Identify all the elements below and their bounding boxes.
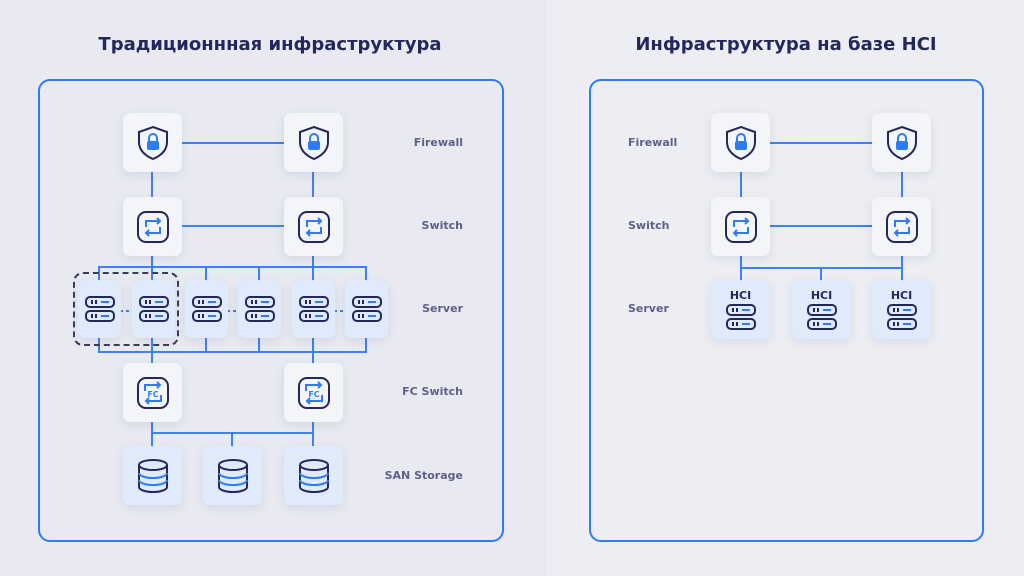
label-fc-switch: FC Switch — [402, 385, 463, 398]
label-server: Server — [422, 302, 463, 315]
server-icon — [84, 296, 115, 322]
firewall-node[interactable] — [711, 113, 770, 172]
switch-arrows-icon — [724, 210, 757, 243]
server-icon — [244, 296, 275, 322]
label-switch: Switch — [421, 219, 463, 232]
hci-label: HCI — [890, 289, 913, 302]
label-switch: Switch — [628, 219, 670, 232]
switch-node[interactable] — [711, 197, 770, 256]
firewall-node[interactable] — [123, 113, 182, 172]
database-icon — [298, 458, 329, 493]
server-node[interactable] — [185, 280, 228, 338]
server-icon — [298, 296, 329, 322]
server-node[interactable] — [292, 280, 335, 338]
shield-lock-icon — [137, 125, 168, 160]
server-icon — [725, 304, 756, 330]
hci-server-node[interactable]: HCI — [872, 280, 931, 339]
shield-lock-icon — [725, 125, 756, 160]
switch-node[interactable] — [123, 197, 182, 256]
firewall-node[interactable] — [284, 113, 343, 172]
server-node[interactable] — [78, 280, 121, 338]
firewall-node[interactable] — [872, 113, 931, 172]
san-storage-node[interactable] — [284, 446, 343, 505]
server-node[interactable] — [132, 280, 175, 338]
fc-switch-node[interactable]: FC — [284, 363, 343, 422]
server-node[interactable] — [238, 280, 281, 338]
hci-panel — [589, 79, 984, 542]
switch-arrows-icon — [885, 210, 918, 243]
server-icon — [886, 304, 917, 330]
switch-node[interactable] — [872, 197, 931, 256]
hci-server-node[interactable]: HCI — [711, 280, 770, 339]
database-icon — [217, 458, 248, 493]
fc-switch-icon: FC — [297, 376, 330, 409]
label-firewall: Firewall — [628, 136, 678, 149]
right-background — [547, 0, 1024, 576]
traditional-title: Традиционнная инфраструктура — [98, 34, 442, 55]
server-icon — [138, 296, 169, 322]
label-server: Server — [628, 302, 669, 315]
fc-switch-icon: FC — [136, 376, 169, 409]
server-icon — [351, 296, 382, 322]
fc-switch-node[interactable]: FC — [123, 363, 182, 422]
traditional-panel — [38, 79, 504, 542]
server-node[interactable] — [345, 280, 388, 338]
hci-title: Инфраструктура на базе HCI — [635, 34, 937, 55]
switch-arrows-icon — [136, 210, 169, 243]
san-storage-node[interactable] — [123, 446, 182, 505]
server-cluster-outline — [73, 272, 179, 346]
switch-arrows-icon — [297, 210, 330, 243]
svg-text:FC: FC — [147, 390, 158, 399]
server-icon — [191, 296, 222, 322]
switch-node[interactable] — [284, 197, 343, 256]
hci-label: HCI — [810, 289, 833, 302]
shield-lock-icon — [886, 125, 917, 160]
label-firewall: Firewall — [413, 136, 463, 149]
hci-label: HCI — [729, 289, 752, 302]
shield-lock-icon — [298, 125, 329, 160]
svg-text:FC: FC — [308, 390, 319, 399]
label-san-storage: SAN Storage — [384, 469, 463, 482]
san-storage-node[interactable] — [203, 446, 262, 505]
hci-server-node[interactable]: HCI — [792, 280, 851, 339]
server-icon — [806, 304, 837, 330]
database-icon — [137, 458, 168, 493]
